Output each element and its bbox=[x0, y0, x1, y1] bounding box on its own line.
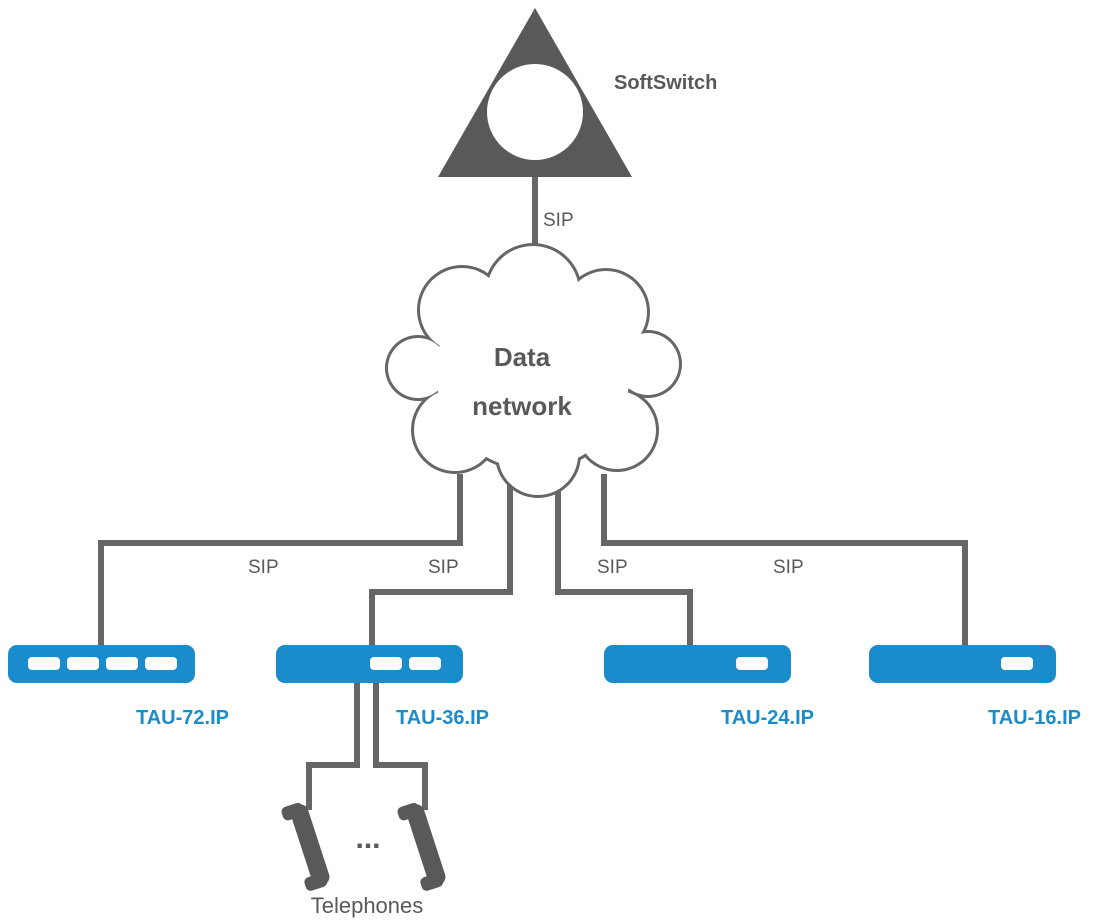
data-network-cloud-icon bbox=[385, 243, 682, 498]
phone-line-left bbox=[306, 683, 360, 810]
phone-line-right bbox=[373, 683, 428, 810]
tau24-label: TAU-24.IP bbox=[721, 707, 814, 729]
port-icon bbox=[370, 657, 402, 670]
tau36-sip-label: SIP bbox=[428, 557, 459, 578]
softswitch-label: SoftSwitch bbox=[614, 72, 717, 94]
telephone-handset-icon bbox=[397, 802, 446, 891]
telephone-handset-icon bbox=[281, 802, 330, 891]
port-icon bbox=[409, 657, 441, 670]
port-icon bbox=[106, 657, 138, 670]
port-icon bbox=[145, 657, 177, 670]
uplink-sip-label: SIP bbox=[543, 210, 574, 231]
tau72-sip-label: SIP bbox=[248, 557, 279, 578]
device-tau24 bbox=[604, 645, 791, 683]
port-icon bbox=[28, 657, 60, 670]
tau16-label: TAU-16.IP bbox=[988, 707, 1081, 729]
tau72-label: TAU-72.IP bbox=[136, 707, 229, 729]
telephones-ellipsis: ... bbox=[355, 822, 380, 855]
data-network-label-line2: network bbox=[472, 391, 572, 421]
softswitch-node bbox=[438, 8, 632, 177]
wire-tau72 bbox=[98, 474, 463, 650]
tau36-label: TAU-36.IP bbox=[396, 707, 489, 729]
data-network-label-line1: Data bbox=[494, 342, 551, 372]
softswitch-circle-icon bbox=[487, 64, 583, 160]
telephones-label: Telephones bbox=[311, 893, 424, 918]
port-icon bbox=[1001, 657, 1033, 670]
device-tau16 bbox=[869, 645, 1056, 683]
wire-tau16 bbox=[601, 474, 968, 650]
port-icon bbox=[736, 657, 768, 670]
device-tau36 bbox=[276, 645, 463, 683]
tau16-sip-label: SIP bbox=[773, 557, 804, 578]
tau24-sip-label: SIP bbox=[597, 557, 628, 578]
wire-tau36 bbox=[369, 480, 513, 650]
tau72-chassis-icon bbox=[8, 645, 195, 683]
tau16-chassis-icon bbox=[869, 645, 1056, 683]
port-icon bbox=[67, 657, 99, 670]
tau24-chassis-icon bbox=[604, 645, 791, 683]
tau36-chassis-icon bbox=[276, 645, 463, 683]
device-tau72 bbox=[8, 645, 195, 683]
wire-tau24 bbox=[555, 480, 693, 650]
